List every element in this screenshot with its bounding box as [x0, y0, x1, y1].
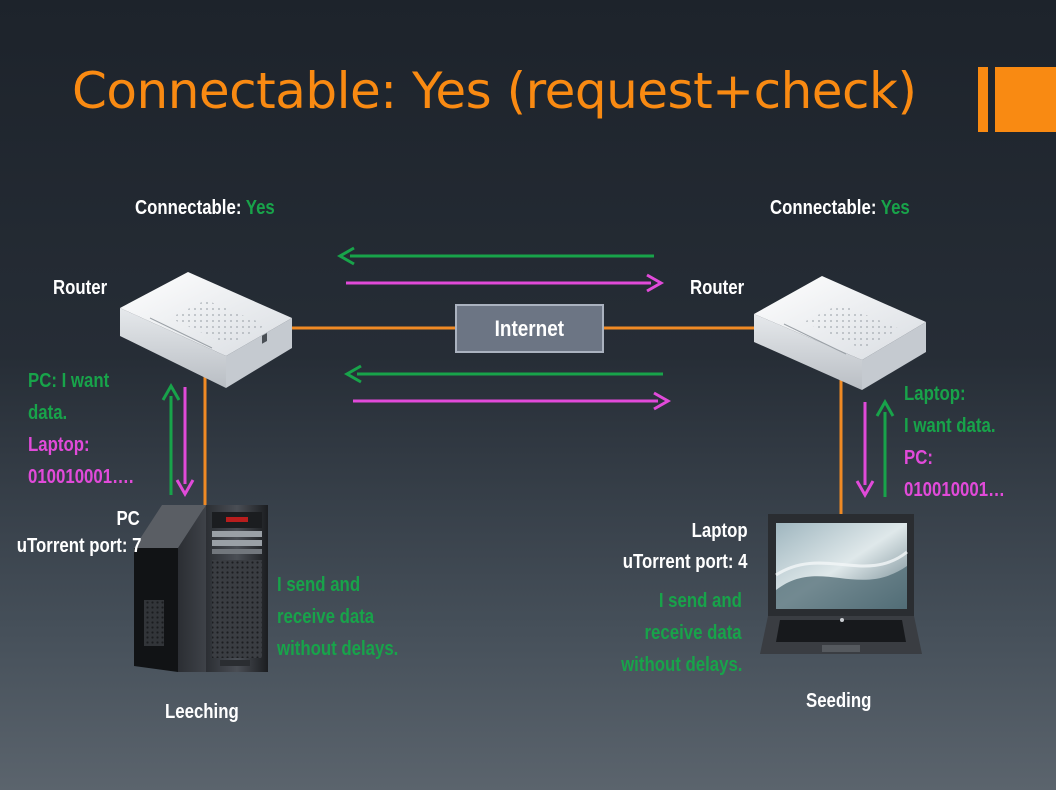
arrow-bottom-green-left [343, 364, 663, 384]
pc-status-line3: without delays. [277, 638, 399, 660]
right-connectable-value: Yes [880, 197, 910, 219]
right-response-line1: PC: [904, 447, 933, 469]
right-request-line2: I want data. [904, 415, 996, 437]
desktop-pc-icon [134, 505, 268, 672]
laptop-role-label: Seeding [806, 690, 872, 712]
laptop-status-line2: receive data [644, 622, 742, 644]
internet-box: Internet [455, 304, 604, 353]
accent-bar-thin [978, 67, 988, 132]
right-request-line1: Laptop: [904, 383, 966, 405]
right-connectable-label: Connectable: [770, 197, 877, 219]
left-response-line1: Laptop: [28, 434, 90, 456]
arrow-bottom-magenta-right [353, 391, 672, 411]
router-icon [754, 276, 926, 390]
internet-label: Internet [494, 315, 565, 341]
left-router-label: Router [53, 277, 108, 299]
arrow-top-green-left [336, 246, 654, 266]
pc-device-name: PC [116, 508, 140, 530]
arrow-right-magenta-down [855, 402, 875, 499]
laptop-status-line1: I send and [658, 590, 742, 612]
left-request-line1: PC: I want [28, 370, 110, 392]
left-response-line2: 010010001…. [28, 466, 134, 488]
left-connectable-label: Connectable: [135, 197, 242, 219]
laptop-icon [760, 514, 922, 654]
right-router-label: Router [690, 277, 745, 299]
pc-status-line2: receive data [277, 606, 375, 628]
arrow-left-green-up [161, 382, 181, 495]
pc-status-line1: I send and [277, 574, 361, 596]
right-response-line2: 010010001… [904, 479, 1005, 501]
pc-role-label: Leeching [165, 701, 239, 723]
pc-port: uTorrent port: 7 [17, 535, 142, 557]
laptop-status-line3: without delays. [620, 654, 742, 676]
laptop-port: uTorrent port: 4 [623, 551, 748, 573]
left-connectable-status: Connectable: Yes [135, 192, 275, 224]
laptop-device-name: Laptop [692, 520, 748, 542]
router-icon [120, 272, 292, 388]
arrow-right-green-up [875, 398, 895, 497]
right-connectable-status: Connectable: Yes [770, 192, 910, 224]
arrow-left-magenta-down [175, 387, 195, 498]
left-connectable-value: Yes [245, 197, 275, 219]
accent-bar-thick [995, 67, 1056, 132]
arrow-top-magenta-right [346, 273, 665, 293]
slide-title: Connectable: Yes (request+check) [72, 62, 917, 120]
left-request-line2: data. [28, 402, 68, 424]
